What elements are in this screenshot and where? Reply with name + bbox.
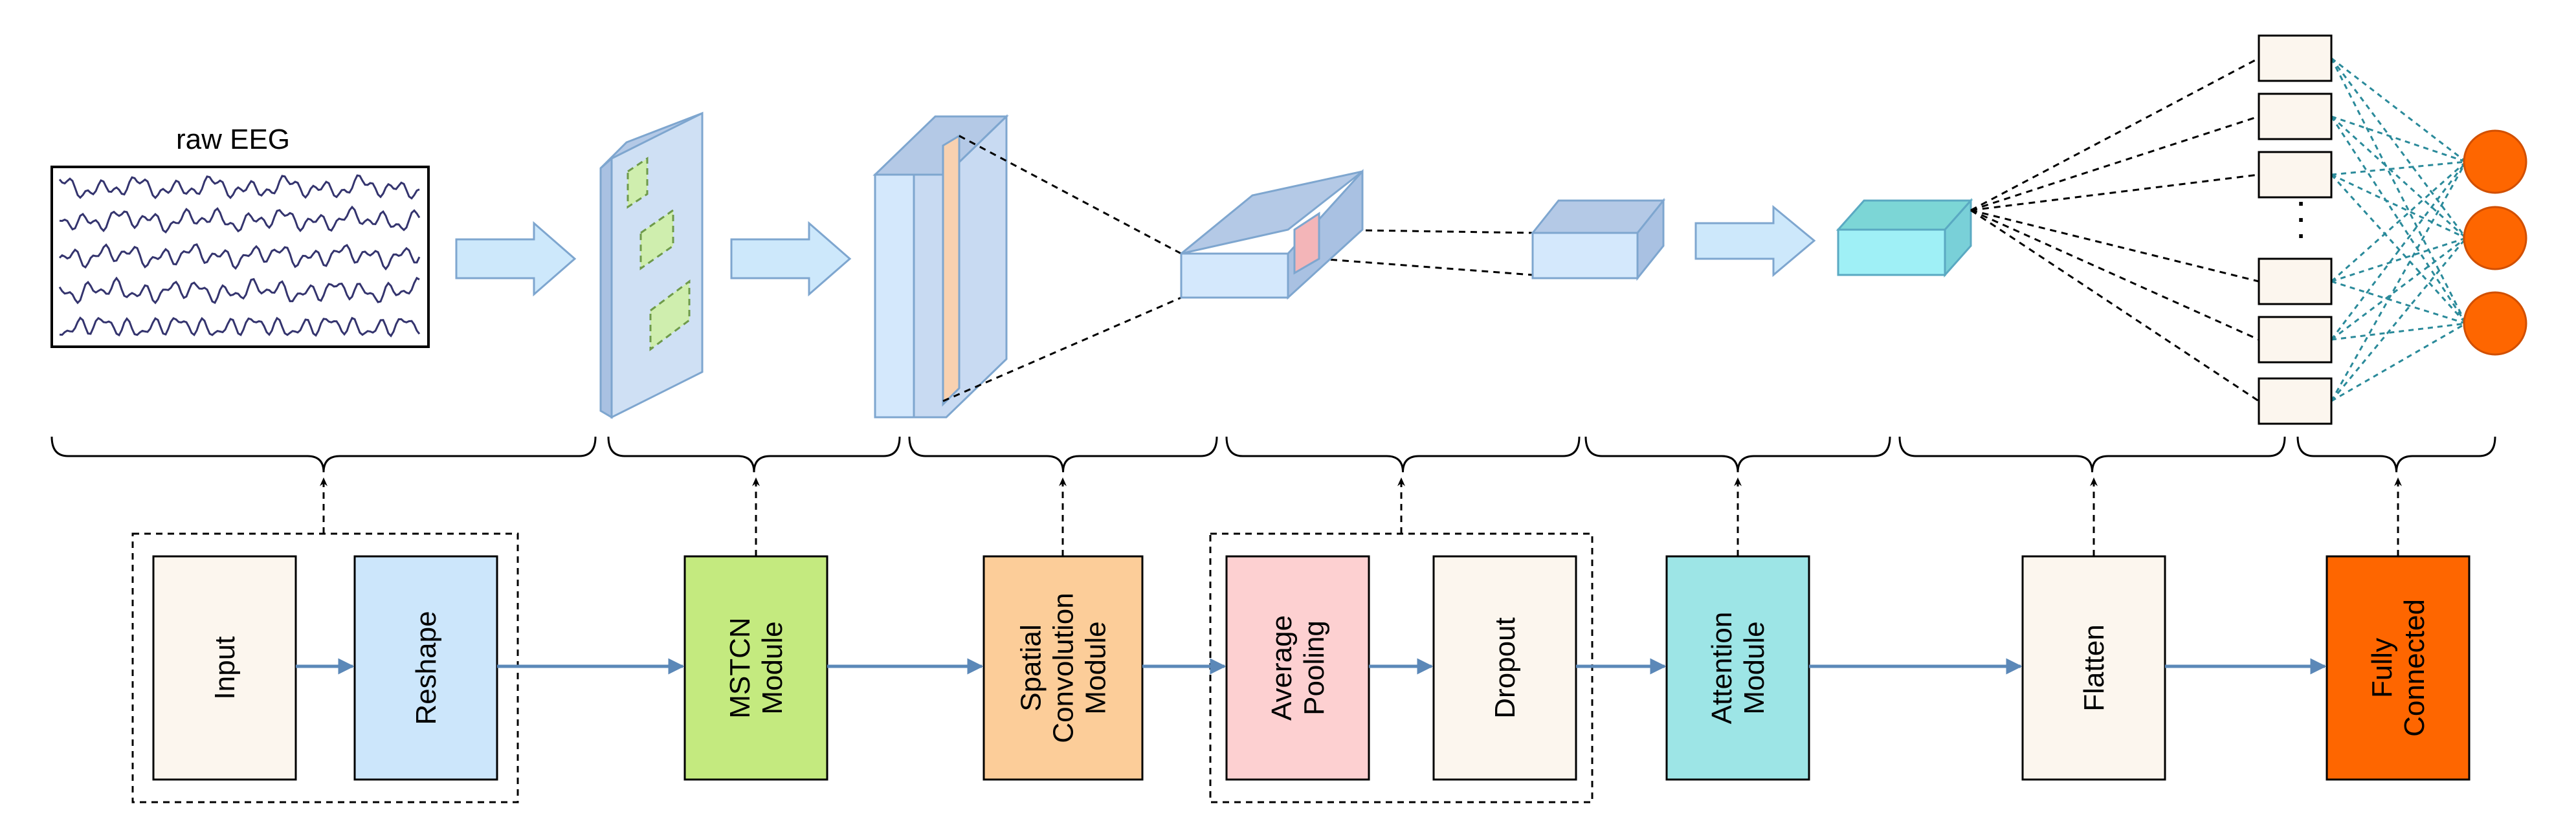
eeg-signal-traces bbox=[58, 174, 421, 338]
flatten-cell bbox=[2258, 316, 2333, 364]
mstcn-feature-panel bbox=[599, 111, 704, 419]
group-box-input-reshape bbox=[131, 532, 519, 803]
stage-brace bbox=[2296, 436, 2496, 473]
stage-brace bbox=[607, 436, 901, 473]
flatten-cell bbox=[2258, 257, 2333, 305]
svg-text:.: . bbox=[2297, 199, 2304, 228]
spatial-conv-block bbox=[872, 114, 1009, 419]
output-node bbox=[2463, 206, 2527, 270]
module-boxes: Input Reshape MSTCNModule SpatialConvolutio… bbox=[152, 555, 2471, 781]
stage-brace bbox=[1898, 436, 2286, 473]
raw-eeg-panel: raw EEG bbox=[50, 124, 430, 348]
block-arrow-1 bbox=[455, 221, 577, 297]
attention-feature-block bbox=[1836, 198, 1973, 278]
module-label-spatial: SpatialConvolutionModule bbox=[1016, 593, 1112, 743]
module-label-reshape: Reshape bbox=[410, 611, 442, 725]
spatial-filter-slice bbox=[942, 134, 960, 407]
svg-text:.: . bbox=[2297, 215, 2304, 244]
block-arrow-3 bbox=[1694, 204, 1816, 278]
pooled-feature-block bbox=[1180, 169, 1364, 300]
output-nodes bbox=[2463, 129, 2527, 356]
module-label-avgpool: AveragePooling bbox=[1266, 615, 1330, 721]
module-label-mstcn: MSTCNModule bbox=[724, 617, 788, 718]
module-attention: AttentionModule bbox=[1665, 555, 1810, 781]
vertical-ellipsis: . . . bbox=[2297, 183, 2304, 244]
module-spatial: SpatialConvolutionModule bbox=[983, 555, 1144, 781]
eeg-signal-frame bbox=[50, 166, 430, 348]
kernel-patch-3 bbox=[649, 279, 691, 351]
pooling-window bbox=[1293, 212, 1320, 275]
kernel-patch-1 bbox=[627, 157, 649, 209]
dense-connections bbox=[1970, 57, 2467, 402]
dropout-feature-block bbox=[1530, 197, 1666, 281]
module-flatten: Flatten bbox=[2021, 555, 2166, 781]
svg-text:.: . bbox=[2297, 183, 2304, 212]
kernel-patch-2 bbox=[639, 208, 674, 270]
eeg-channel-trace bbox=[59, 205, 421, 234]
eeg-channel-trace bbox=[58, 276, 420, 305]
dashed-up-arrows bbox=[320, 477, 2402, 556]
raw-eeg-label: raw EEG bbox=[176, 124, 290, 155]
module-label-fc: FullyConnected bbox=[2366, 599, 2430, 737]
module-input: Input bbox=[152, 555, 297, 781]
output-node bbox=[2463, 129, 2527, 194]
stage-brace bbox=[908, 436, 1218, 473]
flatten-cell bbox=[2258, 93, 2333, 140]
eeg-channel-trace bbox=[59, 316, 421, 338]
stage-brace bbox=[1584, 436, 1891, 473]
module-label-input: Input bbox=[209, 637, 241, 700]
stage-braces bbox=[50, 436, 2496, 473]
module-fc: FullyConnected bbox=[2326, 555, 2471, 781]
module-label-attention: AttentionModule bbox=[1706, 612, 1770, 725]
output-node bbox=[2463, 291, 2527, 356]
flatten-vector bbox=[2258, 34, 2333, 425]
eeg-channel-trace bbox=[58, 174, 420, 200]
flatten-cell bbox=[2258, 34, 2333, 82]
module-reshape: Reshape bbox=[353, 555, 498, 781]
flatten-cell bbox=[2258, 377, 2333, 425]
module-mstcn: MSTCNModule bbox=[683, 555, 828, 781]
module-label-flatten: Flatten bbox=[2078, 624, 2110, 712]
module-label-dropout: Dropout bbox=[1489, 617, 1521, 719]
eeg-channel-trace bbox=[58, 243, 421, 271]
module-dropout: Dropout bbox=[1432, 555, 1577, 781]
stage-brace bbox=[50, 436, 597, 473]
module-avgpool: AveragePooling bbox=[1225, 555, 1370, 781]
block-arrow-2 bbox=[730, 221, 852, 297]
flatten-cell bbox=[2258, 151, 2333, 199]
stage-brace bbox=[1225, 436, 1581, 473]
